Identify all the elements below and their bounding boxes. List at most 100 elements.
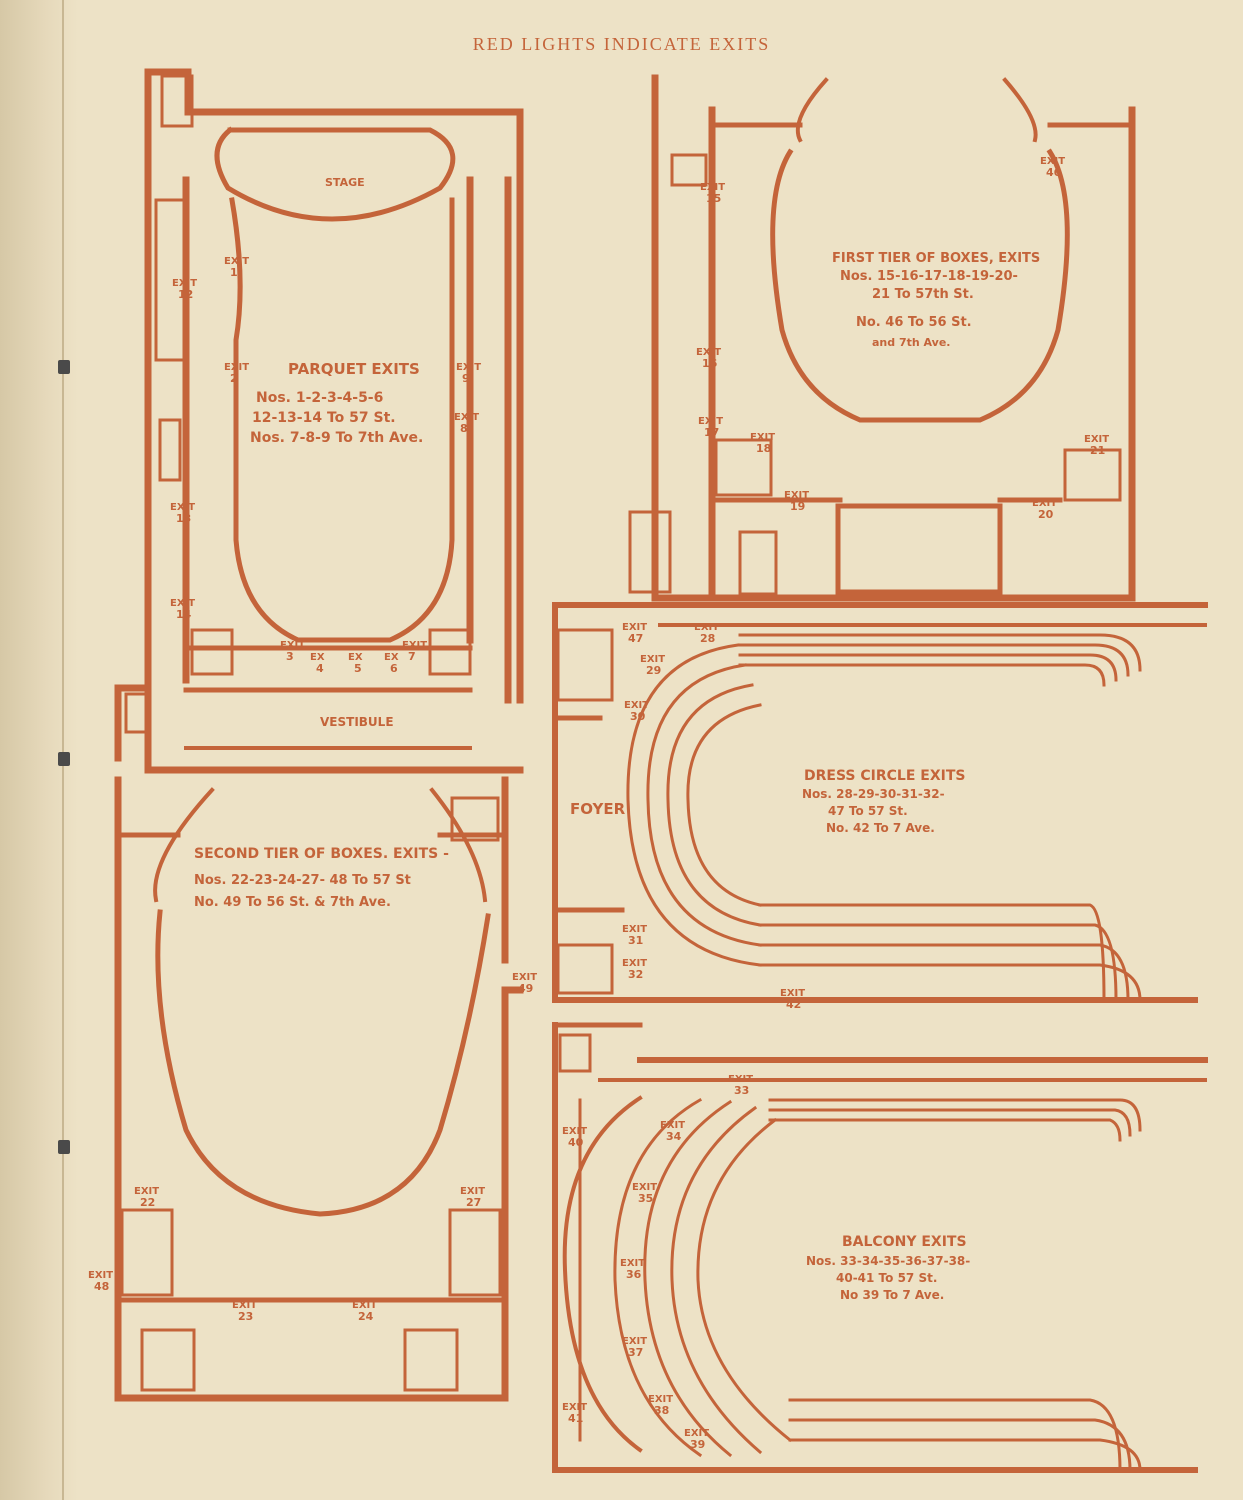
exit-word: EX <box>384 652 399 663</box>
exit-number: 27 <box>466 1196 481 1209</box>
exit-number: 6 <box>390 662 398 675</box>
second-tier-line-1: Nos. 22-23-24-27- 48 To 57 St <box>194 873 411 888</box>
exit-word: EXIT <box>780 988 805 999</box>
parquet-line-3: Nos. 7-8-9 To 7th Ave. <box>250 430 423 446</box>
exit-word: EXIT <box>454 412 479 423</box>
second-tier-title: SECOND TIER OF BOXES. EXITS - <box>194 846 449 862</box>
page-fold <box>62 0 64 1500</box>
staple <box>58 1140 70 1154</box>
exit-number: 7 <box>408 650 416 663</box>
exit-word: EXIT <box>460 1186 485 1197</box>
exit-number: 5 <box>354 662 362 675</box>
exit-word: EXIT <box>784 490 809 501</box>
dress-circle-plan <box>552 602 1208 1003</box>
exit-number: 41 <box>568 1412 583 1425</box>
exit-word: EXIT <box>1032 498 1057 509</box>
exit-word: EXIT <box>170 502 195 513</box>
exit-word: EX <box>348 652 363 663</box>
exit-word: EXIT <box>562 1402 587 1413</box>
exit-number: 21 <box>1090 444 1105 457</box>
exit-word: EXIT <box>620 1258 645 1269</box>
exit-number: 17 <box>704 426 719 439</box>
exit-number: 47 <box>628 632 643 645</box>
exit-word: EXIT <box>622 924 647 935</box>
exit-number: 12 <box>178 288 193 301</box>
exit-word: EXIT <box>456 362 481 373</box>
exit-word: EXIT <box>728 1074 753 1085</box>
first-tier-plan <box>628 74 1136 602</box>
exit-word: EXIT <box>640 654 665 665</box>
exit-word: EXIT <box>694 622 719 633</box>
exit-word: EXIT <box>698 416 723 427</box>
dress-circle-title: DRESS CIRCLE EXITS <box>804 768 965 784</box>
first-tier-line-2: 21 To 57th St. <box>872 287 974 302</box>
exit-word: EXIT <box>622 622 647 633</box>
dress-circle-line-3: No. 42 To 7 Ave. <box>826 821 935 835</box>
exit-number: 3 <box>286 650 294 663</box>
binding-edge <box>0 0 78 1500</box>
dress-circle-line-2: 47 To 57 St. <box>828 804 908 818</box>
exit-number: 48 <box>94 1280 109 1293</box>
balcony-line-2: 40-41 To 57 St. <box>836 1271 937 1285</box>
page-header: RED LIGHTS INDICATE EXITS <box>472 34 771 54</box>
parquet-line-2: 12-13-14 To 57 St. <box>252 410 396 426</box>
dress-circle-line-1: Nos. 28-29-30-31-32- <box>802 787 945 801</box>
exit-number: 42 <box>786 998 801 1011</box>
staple <box>58 360 70 374</box>
second-tier-line-2: No. 49 To 56 St. & 7th Ave. <box>194 895 391 910</box>
exit-number: 15 <box>706 192 721 205</box>
exit-word: EXIT <box>1040 156 1065 167</box>
exit-word: EXIT <box>172 278 197 289</box>
staple <box>58 752 70 766</box>
exit-number: 32 <box>628 968 643 981</box>
exit-word: EXIT <box>224 256 249 267</box>
exit-number: 19 <box>790 500 805 513</box>
exit-word: EXIT <box>352 1300 377 1311</box>
exit-number: 39 <box>690 1438 705 1451</box>
exit-number: 13 <box>176 512 191 525</box>
exit-word: EXIT <box>512 972 537 983</box>
exit-number: 30 <box>630 710 646 723</box>
exit-word: EXIT <box>224 362 249 373</box>
exit-number: 33 <box>734 1084 749 1097</box>
exit-word: EXIT <box>622 1336 647 1347</box>
exit-word: EXIT <box>562 1126 587 1137</box>
second-tier-plan <box>114 776 524 1402</box>
exit-number: 31 <box>628 934 643 947</box>
exit-number: 35 <box>638 1192 653 1205</box>
exit-word: EXIT <box>700 182 725 193</box>
exit-number: 18 <box>756 442 771 455</box>
first-tier-line-4: and 7th Ave. <box>872 336 950 349</box>
first-tier-line-3: No. 46 To 56 St. <box>856 315 972 330</box>
